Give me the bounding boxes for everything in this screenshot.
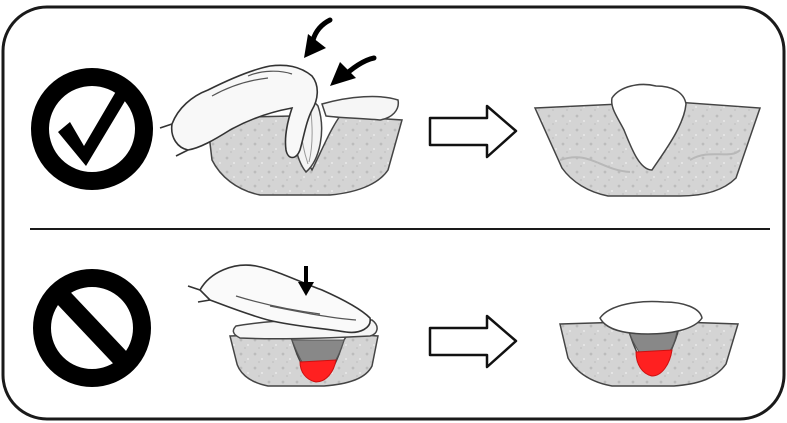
wound-packing-instruction-card <box>0 0 787 423</box>
instruction-diagram <box>0 0 787 423</box>
